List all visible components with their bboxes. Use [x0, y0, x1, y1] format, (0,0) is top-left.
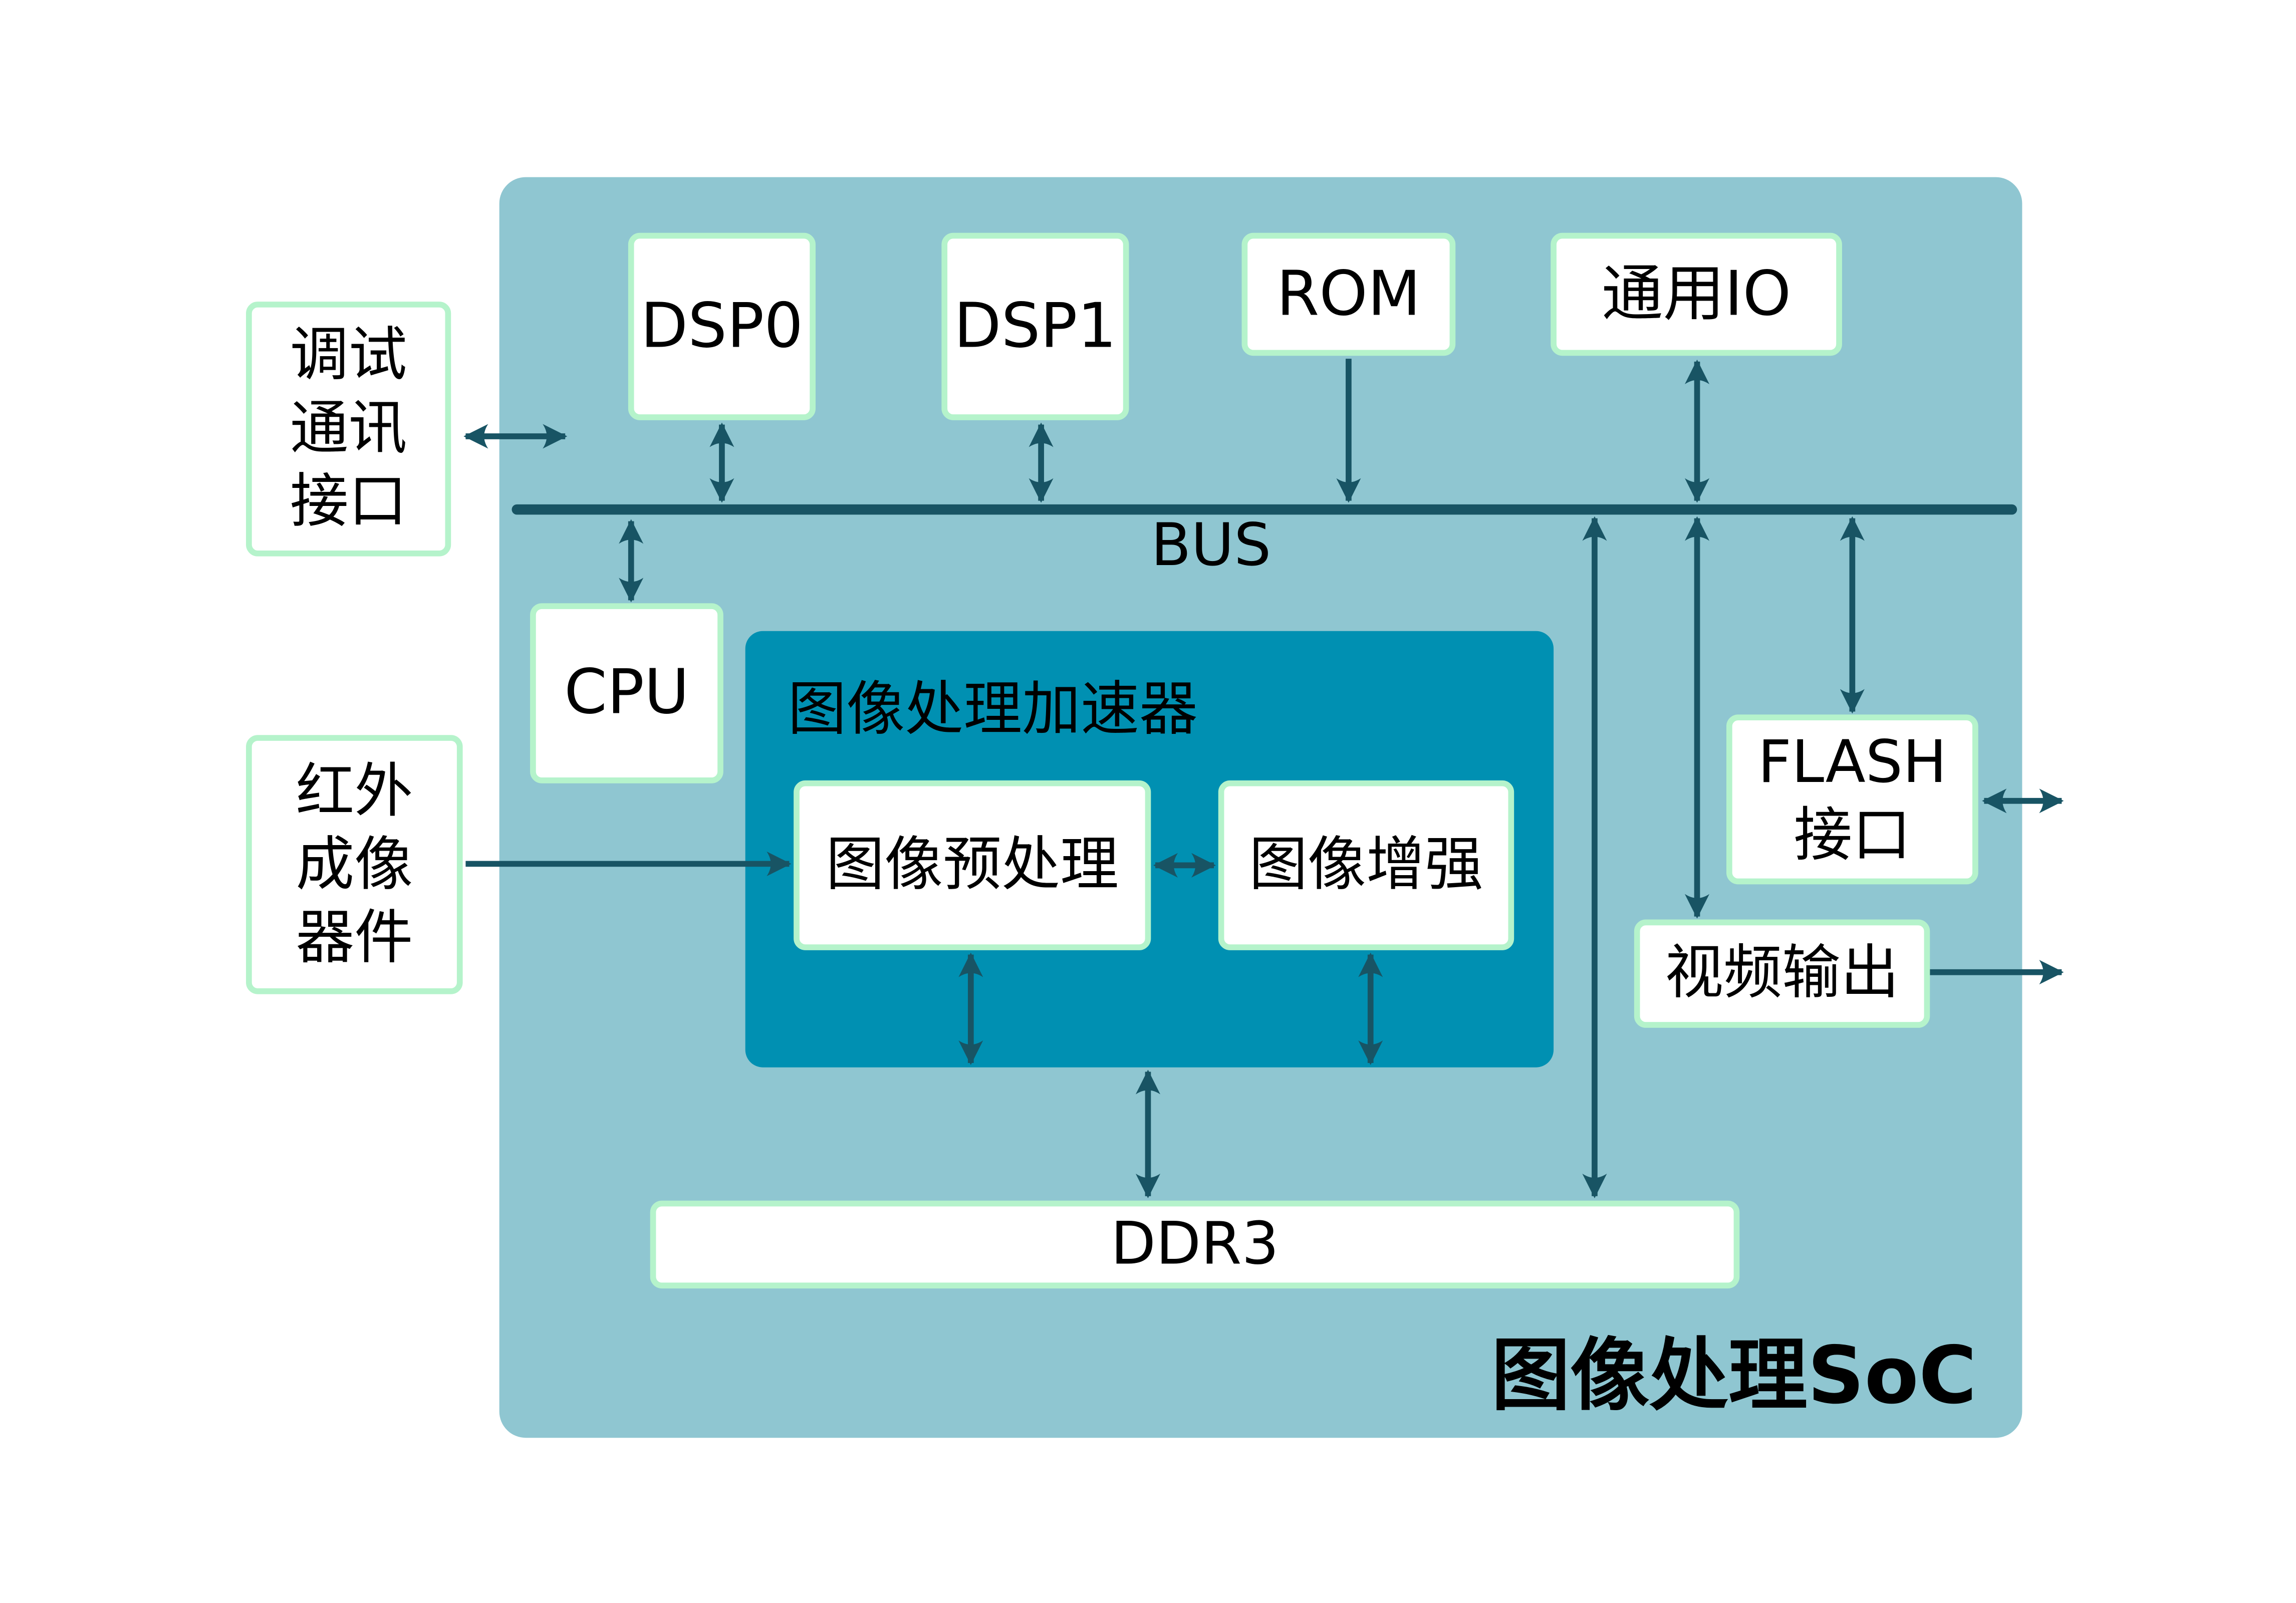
video-output-block: 视频输出: [1634, 919, 1930, 1028]
dsp0-label: DSP0: [640, 290, 804, 362]
flash-interface-block: FLASH 接口: [1726, 714, 1978, 885]
preprocess-block: 图像预处理: [794, 780, 1151, 950]
debug-line-3: 接口: [290, 468, 407, 536]
accelerator-title: 图像处理加速器: [788, 676, 1198, 744]
enhance-label: 图像增强: [1249, 832, 1483, 899]
gpio-block: 通用IO: [1551, 232, 1842, 356]
dsp0-block: DSP0: [628, 232, 816, 420]
ir-sensor-block: 红外 成像 器件: [246, 735, 463, 994]
ir-line-3: 器件: [296, 904, 413, 972]
ir-line-1: 红外: [296, 757, 413, 825]
debug-interface-block: 调试 通讯 接口: [246, 302, 451, 557]
rom-label: ROM: [1276, 257, 1421, 330]
dsp1-label: DSP1: [954, 290, 1117, 362]
gpio-label: 通用IO: [1601, 257, 1792, 330]
debug-line-2: 通讯: [290, 395, 407, 463]
preprocess-label: 图像预处理: [826, 832, 1119, 899]
soc-title: 图像处理SoC: [1491, 1329, 1977, 1422]
ddr3-label: DDR3: [1111, 1211, 1279, 1278]
flash-line-2: 接口: [1794, 802, 1911, 870]
enhance-block: 图像增强: [1218, 780, 1514, 950]
flash-line-1: FLASH: [1757, 729, 1947, 797]
video-output-label: 视频输出: [1665, 940, 1899, 1007]
ir-line-2: 成像: [296, 831, 413, 899]
bus-label: BUS: [1151, 512, 1271, 580]
dsp1-block: DSP1: [941, 232, 1129, 420]
ddr3-block: DDR3: [650, 1200, 1740, 1289]
cpu-block: CPU: [530, 603, 723, 783]
debug-line-1: 调试: [290, 322, 407, 390]
rom-block: ROM: [1241, 232, 1456, 356]
cpu-label: CPU: [564, 656, 689, 728]
